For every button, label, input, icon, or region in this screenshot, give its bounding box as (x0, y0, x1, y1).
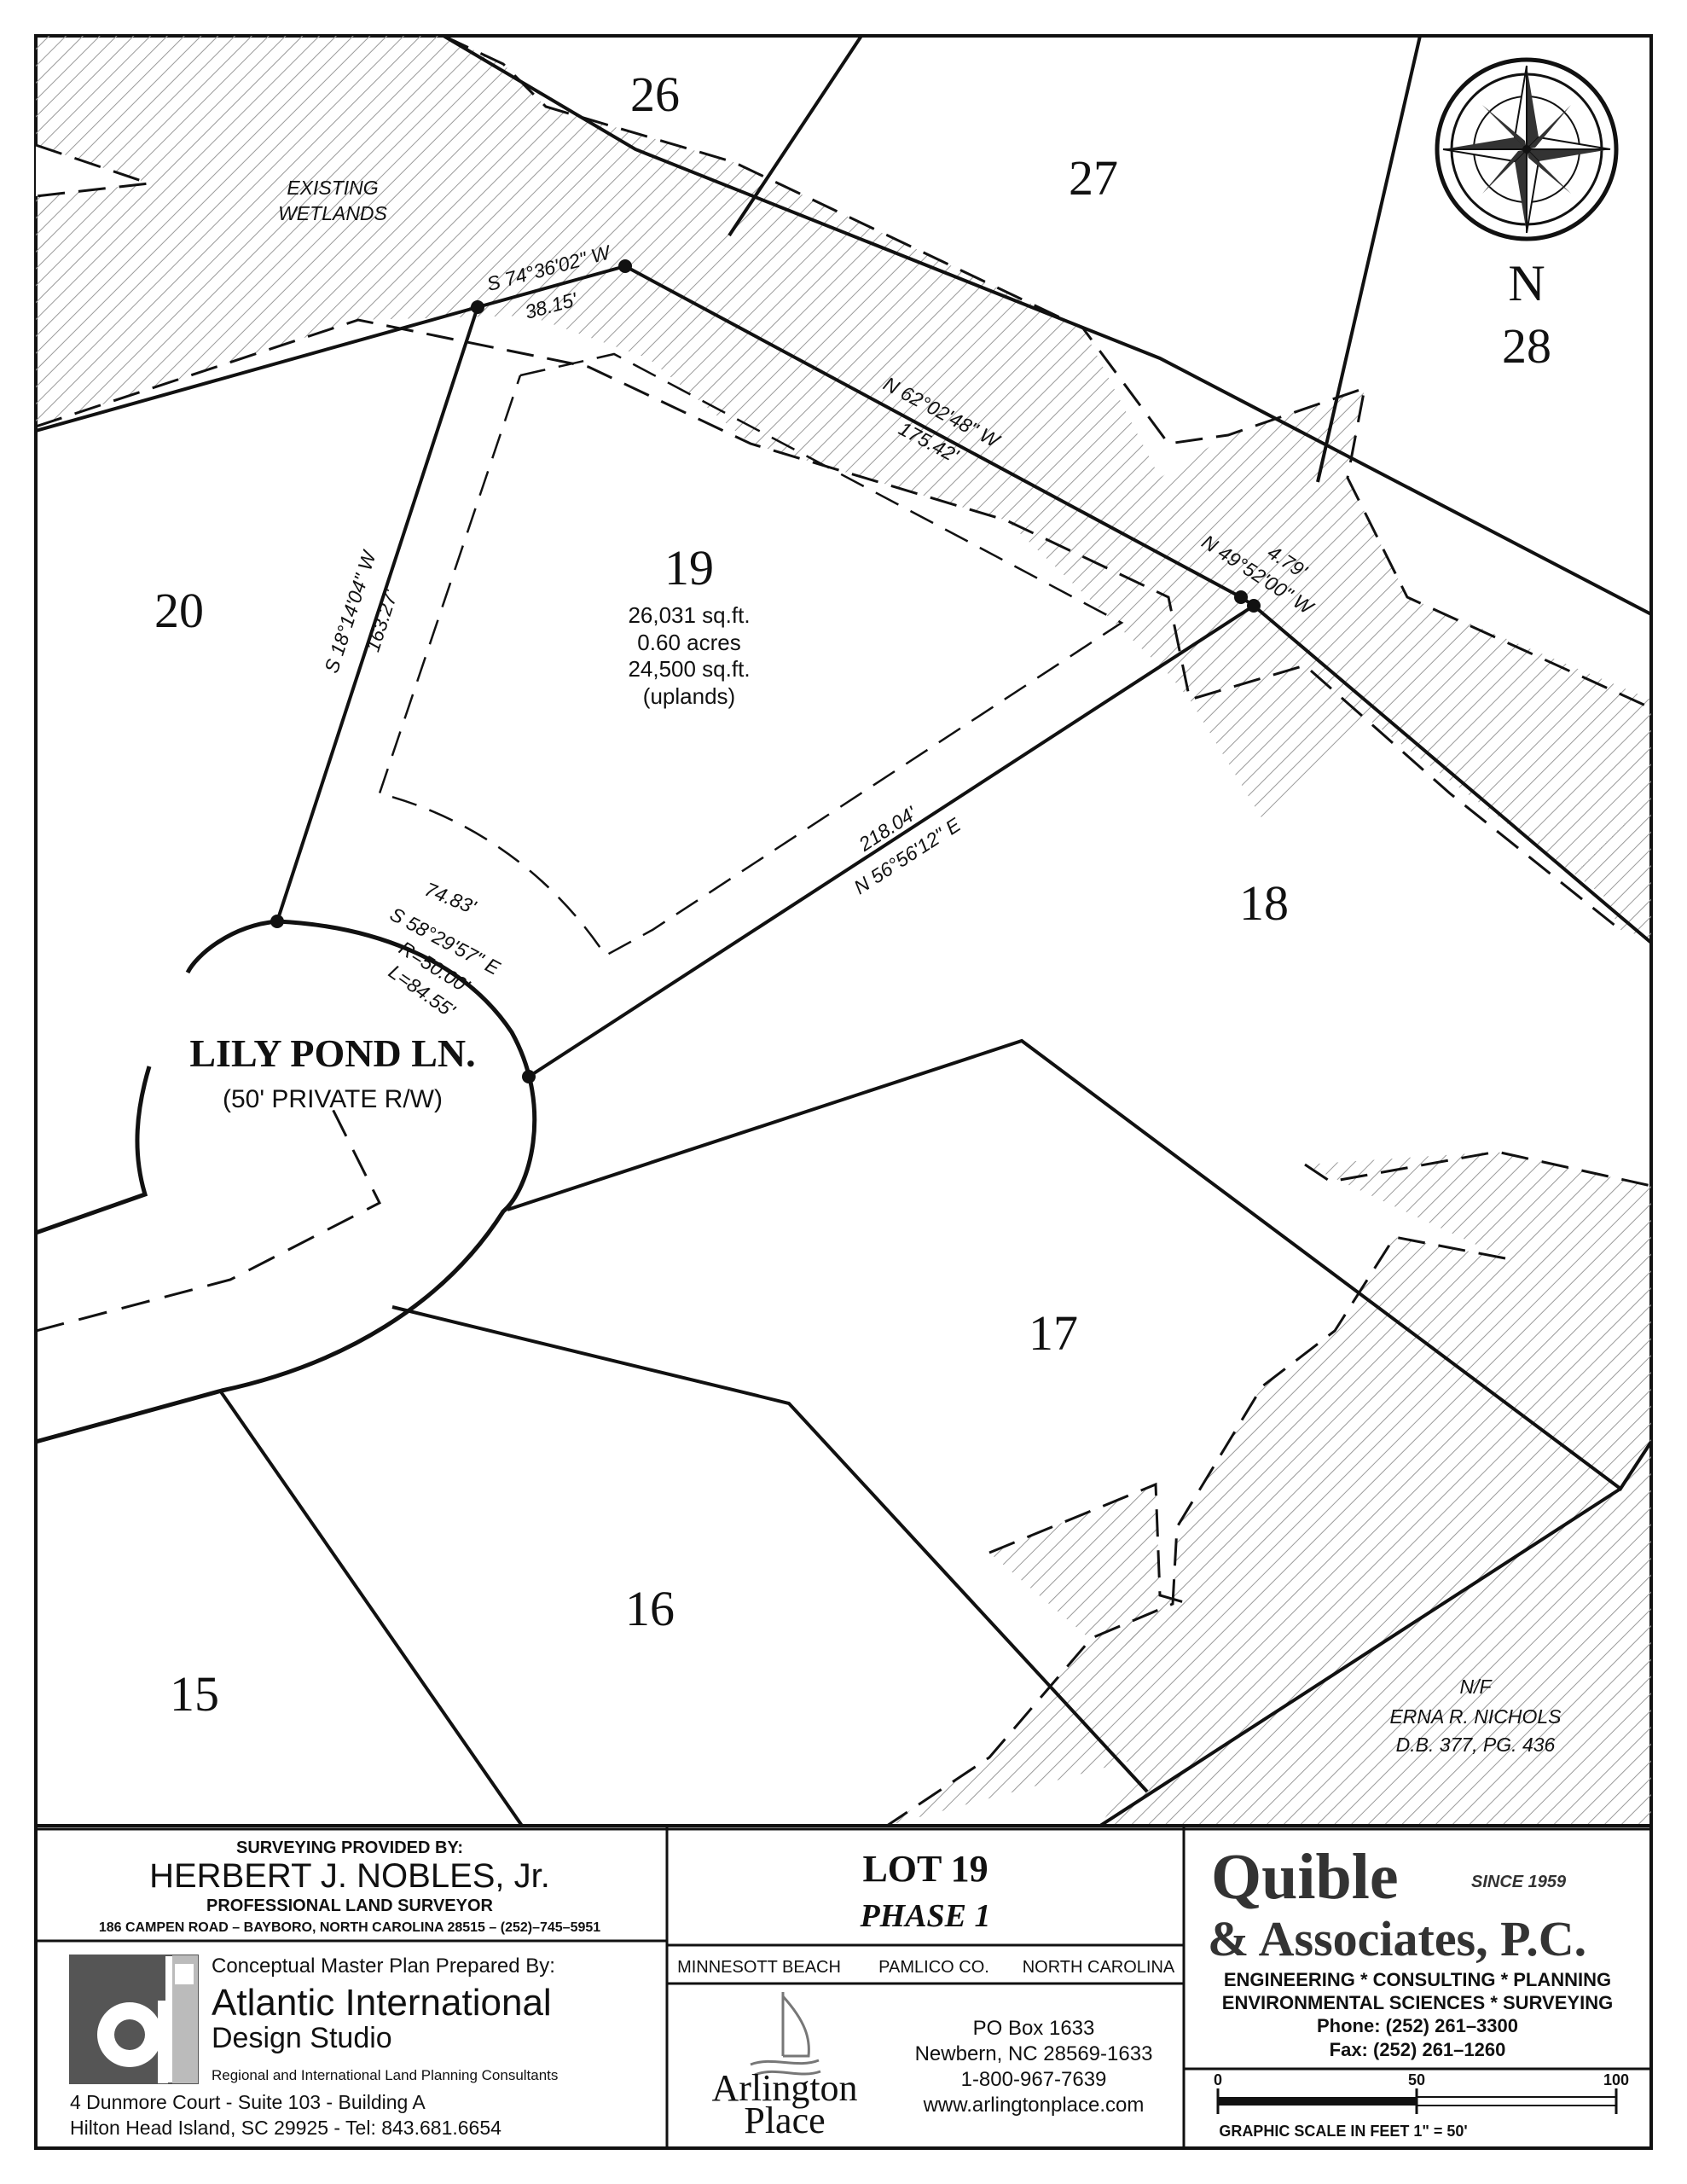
street-right-of-way: (50' PRIVATE R/W) (223, 1085, 443, 1113)
planner-address: 4 Dunmore Court - Suite 103 - Building A (70, 2091, 426, 2113)
wetlands-area-southeast-notch (989, 1484, 1190, 1655)
scale-tick-label: 100 (1603, 2071, 1629, 2088)
lot19-southeast-line (527, 604, 1255, 1078)
wetlands-area-left-notch (36, 145, 149, 196)
lot19-northeast-line (624, 264, 1242, 599)
lot19-uplands-note: (uplands) (643, 683, 735, 709)
engineer-since: SINCE 1959 (1471, 1873, 1567, 1891)
graphic-scale (1216, 2088, 1618, 2114)
lot-line-18-east (1252, 604, 1651, 944)
lot19-building-setback (378, 352, 1124, 957)
lot-number-20: 20 (154, 583, 204, 638)
arlington-pobox: PO Box 1633 (973, 2017, 1095, 2040)
wetlands-area-north (36, 36, 1651, 938)
wetlands-label: WETLANDS (278, 202, 387, 224)
distance-label: 163.27' (361, 585, 402, 654)
survey-point (1247, 599, 1261, 613)
engineer-logo-text: & Associates, P.C. (1208, 1911, 1586, 1966)
engineer-phone: Phone: (252) 261–3300 (1317, 2015, 1518, 2036)
survey-point (270, 915, 284, 928)
street-name: LILY POND LN. (189, 1031, 475, 1075)
arlington-web: www.arlingtonplace.com (923, 2094, 1145, 2117)
lot-line-27-28 (1316, 36, 1422, 483)
planner-name: Design Studio (212, 2022, 392, 2054)
lot19-west-line (275, 306, 479, 922)
lot19-area-sqft: 26,031 sq.ft. (628, 602, 750, 628)
engineer-logo-text: Quible (1211, 1841, 1399, 1913)
surveyor-heading: SURVEYING PROVIDED BY: (236, 1838, 463, 1857)
cul-de-sac-outline (36, 919, 537, 1444)
sheet-title: LOT 19 (862, 1848, 988, 1890)
survey-point (522, 1070, 536, 1083)
lot-line-20-north (36, 305, 478, 433)
nf-label: N/F (1459, 1676, 1493, 1698)
deed-reference: D.B. 377, PG. 436 (1396, 1734, 1556, 1756)
engineer-services: ENVIRONMENTAL SCIENCES * SURVEYING (1222, 1992, 1613, 2013)
location-county: PAMLICO CO. (878, 1958, 989, 1977)
lot-line-16-17 (391, 1305, 1149, 1793)
lot-line-17-nichols (1099, 1487, 1622, 1826)
adjoining-owner: ERNA R. NICHOLS (1389, 1705, 1562, 1728)
engineer-fax: Fax: (252) 261–1260 (1330, 2039, 1506, 2060)
aids-logo-icon (69, 1955, 199, 2084)
survey-point (1234, 590, 1248, 604)
planner-address: Hilton Head Island, SC 29925 - Tel: 843.… (70, 2117, 501, 2139)
bearing-label: S 18°14'04" W (320, 547, 380, 676)
scale-tick-label: 50 (1408, 2071, 1425, 2088)
surveyor-title: PROFESSIONAL LAND SURVEYOR (206, 1896, 494, 1915)
survey-point (618, 259, 632, 273)
lot19-uplands-sqft: 24,500 sq.ft. (628, 656, 750, 682)
lot-number-15: 15 (170, 1666, 219, 1722)
survey-point (471, 300, 484, 314)
wetlands-boundary-lot19 (36, 318, 1621, 932)
planner-tagline: Regional and International Land Planning… (212, 2067, 558, 2083)
lot-number-27: 27 (1069, 150, 1118, 206)
arlington-logo-text: Place (744, 2100, 825, 2141)
lot-number-18: 18 (1239, 875, 1289, 931)
lot-number-17: 17 (1029, 1305, 1078, 1361)
lot-line-15-16 (218, 1389, 524, 1826)
arlington-sail-icon (750, 1992, 821, 2077)
planner-name: Atlantic International (212, 1982, 552, 2024)
wetlands-area-southeast (887, 1152, 1651, 1826)
road-center-line (36, 1108, 382, 1333)
north-label: N (1508, 255, 1545, 311)
north-arrow-icon (1435, 57, 1619, 241)
surveyor-name: HERBERT J. NOBLES, Jr. (149, 1857, 550, 1895)
wetlands-label: EXISTING (287, 177, 378, 199)
arlington-city: Newbern, NC 28569-1633 (915, 2042, 1153, 2065)
lot-number-28: 28 (1502, 318, 1551, 374)
arlington-phone: 1-800-967-7639 (961, 2068, 1107, 2091)
location-state: NORTH CAROLINA (1023, 1958, 1175, 1977)
lot19-area-acres: 0.60 acres (637, 630, 740, 655)
curve-chord-label: 74.83' (421, 878, 480, 919)
lot-line-26-27 (728, 36, 863, 237)
engineer-services: ENGINEERING * CONSULTING * PLANNING (1224, 1969, 1611, 1990)
arlington-logo-text: Arlington (711, 2067, 857, 2109)
lot19-north-line (477, 264, 626, 309)
wetlands-boundary-south (886, 1150, 1651, 1826)
road-edge-north (442, 36, 1651, 616)
lot-number-26: 26 (630, 67, 680, 122)
cul-de-sac-west (36, 919, 278, 1235)
title-block (34, 1824, 1653, 2150)
lot-line-17-18 (507, 1038, 1651, 1491)
sheet-phase: PHASE 1 (859, 1898, 990, 1934)
planner-heading: Conceptual Master Plan Prepared By: (212, 1955, 555, 1978)
scale-caption: GRAPHIC SCALE IN FEET 1" = 50' (1219, 2123, 1467, 2140)
surveyor-address: 186 CAMPEN ROAD – BAYBORO, NORTH CAROLIN… (99, 1920, 600, 1935)
lot-number-16: 16 (625, 1581, 675, 1636)
location-town: MINNESOTT BEACH (677, 1958, 841, 1977)
lot-number-19: 19 (664, 540, 714, 595)
scale-tick-label: 0 (1214, 2071, 1222, 2088)
wetlands-boundary-north (36, 36, 1651, 710)
